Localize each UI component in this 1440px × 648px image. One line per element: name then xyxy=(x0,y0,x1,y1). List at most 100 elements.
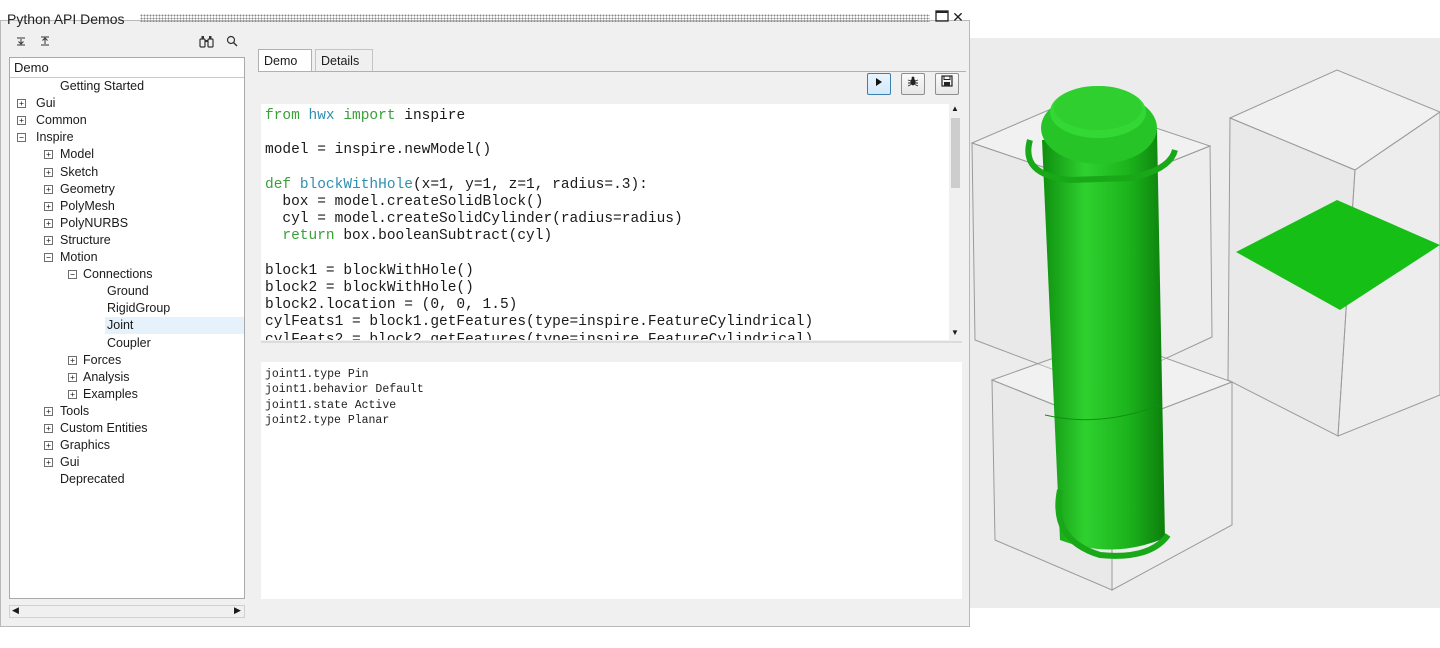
expand-icon[interactable]: + xyxy=(44,218,53,228)
collapse-icon[interactable]: − xyxy=(44,253,53,262)
scroll-right-icon[interactable]: ▶ xyxy=(234,605,241,615)
tree-item-label: Connections xyxy=(83,267,153,282)
editor-output-splitter[interactable] xyxy=(261,341,962,343)
collapse-icon[interactable]: − xyxy=(68,270,77,280)
expand-icon[interactable]: + xyxy=(44,441,53,451)
expand-icon[interactable]: + xyxy=(68,372,77,382)
pin-cylinder xyxy=(1042,130,1165,550)
tree-item-label: Forces xyxy=(83,352,122,367)
dock-grip[interactable] xyxy=(140,14,930,22)
scroll-up-icon[interactable]: ▲ xyxy=(951,104,959,113)
collapse-all-icon[interactable] xyxy=(37,35,53,51)
tree-item[interactable]: Ground xyxy=(10,283,244,300)
tree-item-label: Common xyxy=(36,113,87,128)
expand-icon[interactable]: + xyxy=(44,201,53,211)
tree-item-label: Deprecated xyxy=(60,472,125,487)
tree-header: Demo xyxy=(10,58,244,78)
tree-item[interactable]: Joint xyxy=(105,317,244,335)
expand-icon[interactable]: + xyxy=(44,167,53,177)
tree-item-label: Model xyxy=(60,147,95,162)
expand-icon[interactable]: + xyxy=(17,99,26,109)
expand-icon[interactable]: + xyxy=(68,389,77,399)
tree-item-label: Tools xyxy=(60,403,90,418)
tree-item[interactable]: −Motion xyxy=(10,249,244,266)
tree-item[interactable]: + Analysis xyxy=(10,369,244,386)
debug-button[interactable] xyxy=(901,73,925,95)
debug-icon xyxy=(907,76,919,90)
tree-item[interactable]: + Model xyxy=(10,146,244,163)
tree-item-label: Analysis xyxy=(83,369,130,384)
tab-divider xyxy=(258,71,966,72)
tree-item-label: PolyMesh xyxy=(60,198,115,213)
tree-item-label: Joint xyxy=(107,318,134,333)
window-title: Python API Demos xyxy=(7,11,125,27)
tree-item[interactable]: + PolyMesh xyxy=(10,198,244,215)
tree-item[interactable]: +Custom Entities xyxy=(10,420,244,437)
tree-item-label: PolyNURBS xyxy=(60,215,129,230)
tree-item[interactable]: + Tools xyxy=(10,403,244,420)
expand-icon[interactable]: + xyxy=(44,184,53,194)
tree-item[interactable]: + Gui xyxy=(10,454,244,471)
tree-item[interactable]: + Forces xyxy=(10,352,244,369)
collapse-icon[interactable]: − xyxy=(17,133,26,143)
search-icon[interactable] xyxy=(224,35,240,51)
tree-item-label: Structure xyxy=(60,232,111,247)
maximize-icon[interactable] xyxy=(933,8,951,26)
tab-details[interactable]: Details xyxy=(315,49,373,71)
tree-item[interactable]: +Sketch xyxy=(10,164,244,181)
tree-item[interactable]: Coupler xyxy=(10,335,244,352)
tree-item[interactable]: −Connections xyxy=(10,266,244,283)
tree-item-label: Coupler xyxy=(107,335,151,350)
3d-viewport[interactable] xyxy=(970,38,1440,608)
save-icon xyxy=(941,75,953,90)
tree-item[interactable]: + Gui xyxy=(10,95,244,112)
scroll-down-icon[interactable]: ▼ xyxy=(951,328,959,337)
tree-item[interactable]: + Structure xyxy=(10,232,244,249)
code-line: block1 = blockWithHole() xyxy=(265,262,474,279)
expand-icon[interactable]: + xyxy=(44,424,53,433)
tree-horizontal-scrollbar[interactable]: ◀ ▶ xyxy=(9,605,245,618)
model-scene xyxy=(970,69,1440,591)
tree-item-label: Gui xyxy=(60,455,80,470)
code-line: return box.booleanSubtract(cyl) xyxy=(282,228,553,245)
code-scroll-thumb[interactable] xyxy=(951,118,960,188)
demo-tree[interactable]: Demo Getting Started+Gui+Common−Inspire+… xyxy=(9,57,245,599)
tree-item[interactable]: −Inspire xyxy=(10,129,244,146)
tree-item-label: Inspire xyxy=(36,130,74,145)
tree-item-label: Geometry xyxy=(60,181,115,196)
output-line: joint1.type Pin xyxy=(265,368,369,381)
tree-item-label: Motion xyxy=(60,250,98,264)
save-button[interactable] xyxy=(935,73,959,95)
tree-item[interactable]: + Common xyxy=(10,112,244,129)
expand-icon[interactable]: + xyxy=(44,406,53,416)
expand-all-icon[interactable] xyxy=(13,35,29,51)
tree-item[interactable]: +Graphics xyxy=(10,437,244,454)
code-line: def blockWithHole(x=1, y=1, z=1, radius=… xyxy=(265,176,648,193)
tree-item-label: Gui xyxy=(36,96,56,111)
expand-icon[interactable]: + xyxy=(17,116,26,126)
tab-demo[interactable]: Demo xyxy=(258,49,312,71)
expand-icon[interactable]: + xyxy=(44,235,53,245)
binoculars-icon[interactable] xyxy=(198,35,214,51)
tree-item[interactable]: +Examples xyxy=(10,386,244,403)
scroll-left-icon[interactable]: ◀ xyxy=(12,605,19,615)
expand-icon[interactable]: + xyxy=(44,150,53,160)
tree-item[interactable]: Getting Started xyxy=(10,78,244,95)
close-icon[interactable]: ✕ xyxy=(952,9,964,25)
tree-item[interactable]: RigidGroup xyxy=(10,300,244,317)
code-line: cylFeats1 = block1.getFeatures(type=insp… xyxy=(265,314,814,331)
run-icon xyxy=(874,78,884,90)
tree-item-label: RigidGroup xyxy=(107,301,171,316)
output-line: joint1.behavior Default xyxy=(265,383,424,397)
code-line: box = model.createSolidBlock() xyxy=(265,194,544,210)
code-line: cylFeats2 = block2.getFeatures(type=insp… xyxy=(265,331,814,340)
tree-item[interactable]: Deprecated xyxy=(10,471,244,488)
tree-item-label: Getting Started xyxy=(60,79,145,93)
run-button[interactable] xyxy=(867,73,891,95)
tree-item[interactable]: + Geometry xyxy=(10,181,244,198)
tree-item[interactable]: + PolyNURBS xyxy=(10,215,244,232)
expand-icon[interactable]: + xyxy=(44,458,53,468)
expand-icon[interactable]: + xyxy=(68,355,77,365)
